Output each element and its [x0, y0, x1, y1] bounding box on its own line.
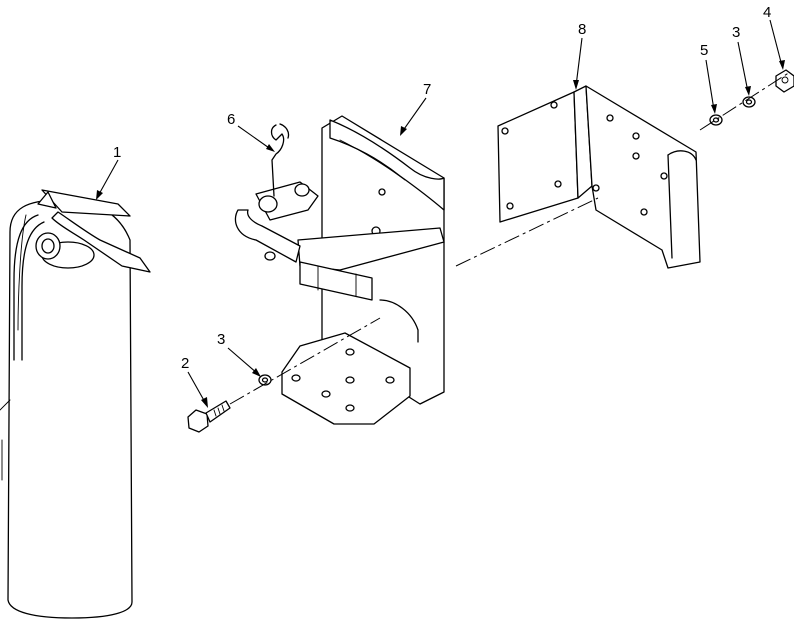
washer-nut-side: [742, 96, 756, 108]
extinguisher-bracket: [234, 115, 445, 425]
leader-lines: [96, 19, 785, 408]
callout-8: 8: [578, 21, 586, 38]
callout-5: 5: [700, 42, 708, 59]
callout-4: 4: [763, 4, 771, 21]
washer-large: [709, 114, 723, 126]
assembly-axis-left: [229, 317, 381, 405]
washer-bolt-side: [258, 374, 272, 386]
callout-3-nut-side: 3: [732, 24, 740, 41]
bolt: [187, 400, 231, 433]
hitch-pin: [270, 123, 290, 197]
fire-extinguisher: [0, 189, 151, 619]
callout-2: 2: [181, 355, 189, 372]
callout-1: 1: [113, 144, 121, 161]
mounting-bracket: [497, 85, 701, 269]
callout-3-bolt-side: 3: [217, 331, 225, 348]
callout-6: 6: [227, 111, 235, 128]
nut: [775, 69, 794, 93]
callout-7: 7: [423, 81, 431, 98]
assembly-axis-right: [455, 71, 791, 267]
